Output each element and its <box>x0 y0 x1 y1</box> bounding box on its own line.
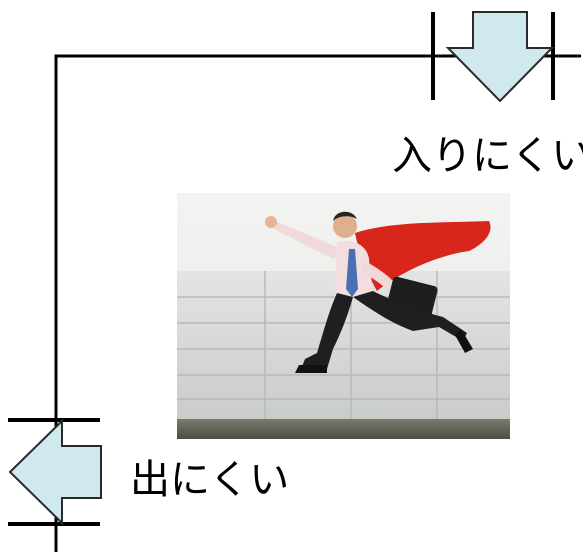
entry-label: 入りにくい <box>392 136 583 176</box>
arrow-left-icon <box>10 421 101 523</box>
exit-label: 出にくい <box>130 460 289 500</box>
arrow-down-icon <box>448 12 552 101</box>
businessman-superhero-photo <box>177 193 510 439</box>
